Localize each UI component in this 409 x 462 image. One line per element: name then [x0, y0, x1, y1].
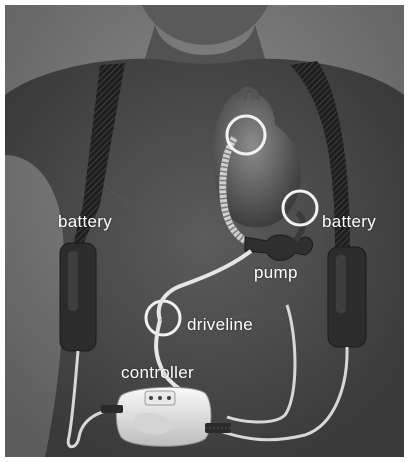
label-battery-left: battery — [58, 212, 112, 232]
label-controller: controller — [121, 363, 194, 383]
illustration-frame: battery battery pump driveline controlle… — [5, 5, 404, 457]
label-pump: pump — [254, 263, 298, 283]
controller-indicator-1 — [149, 396, 153, 400]
right-battery — [328, 247, 366, 347]
controller-indicator-3 — [167, 396, 171, 400]
right-battery-highlight — [336, 255, 346, 313]
left-connector — [101, 405, 123, 413]
left-battery-highlight — [68, 251, 78, 311]
controller-indicator-2 — [158, 396, 162, 400]
label-battery-right: battery — [322, 212, 376, 232]
label-driveline: driveline — [187, 315, 253, 335]
